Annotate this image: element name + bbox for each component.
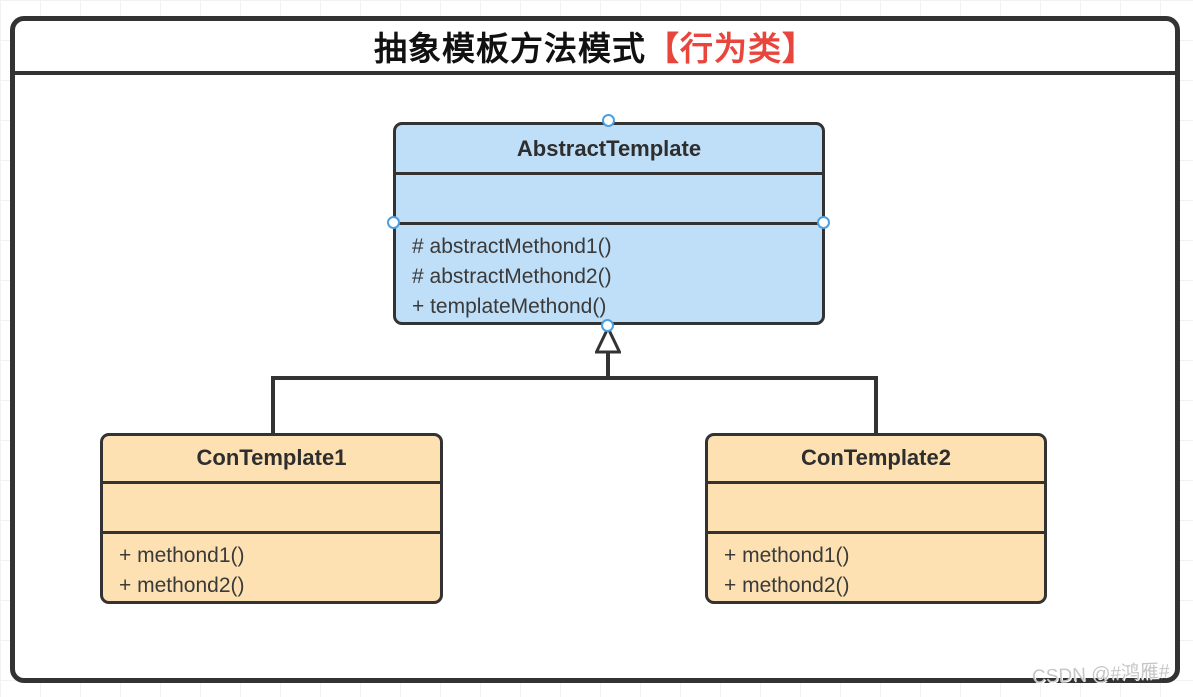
- method-line: + methond1(): [724, 544, 850, 567]
- method-line: + methond2(): [119, 574, 245, 597]
- class-methods: # abstractMethond1() # abstractMethond2(…: [396, 222, 822, 322]
- diagram-title-text: 抽象模板方法模式: [374, 30, 646, 67]
- inheritance-connector-right-drop[interactable]: [874, 376, 878, 434]
- class-attributes: [708, 480, 1044, 531]
- class-attributes: [396, 172, 822, 222]
- class-abstract-template[interactable]: AbstractTemplate # abstractMethond1() # …: [393, 122, 825, 325]
- selection-handle-top[interactable]: [602, 114, 615, 127]
- class-name: AbstractTemplate: [516, 135, 702, 161]
- class-con-template-2[interactable]: ConTemplate2 + methond1() + methond2(): [705, 433, 1047, 604]
- class-con-template-1[interactable]: ConTemplate1 + methond1() + methond2(): [100, 433, 443, 604]
- method-line: # abstractMethond2(): [412, 265, 612, 288]
- inheritance-connector-horizontal[interactable]: [271, 376, 878, 380]
- method-line: # abstractMethond1(): [412, 235, 612, 258]
- inheritance-connector-left-drop[interactable]: [271, 376, 275, 434]
- selection-handle-bottom[interactable]: [601, 319, 614, 332]
- method-line: + methond2(): [724, 574, 850, 597]
- generalization-arrowhead-icon[interactable]: [595, 326, 621, 354]
- method-line: + templateMethond(): [412, 295, 607, 318]
- method-line: + methond1(): [119, 544, 245, 567]
- selection-handle-left[interactable]: [387, 216, 400, 229]
- diagram-title-bar: 抽象模板方法模式【行为类】: [15, 21, 1175, 75]
- selection-handle-right[interactable]: [817, 216, 830, 229]
- inheritance-connector-stem[interactable]: [606, 350, 610, 378]
- csdn-watermark: CSDN @#鸿雁#: [1031, 661, 1171, 688]
- class-methods: + methond1() + methond2(): [103, 531, 440, 601]
- class-attributes: [103, 480, 440, 531]
- class-methods: + methond1() + methond2(): [708, 531, 1044, 601]
- diagram-title-tag: 【行为类】: [646, 30, 816, 67]
- class-name: ConTemplate1: [196, 445, 347, 471]
- class-name: ConTemplate2: [801, 445, 951, 471]
